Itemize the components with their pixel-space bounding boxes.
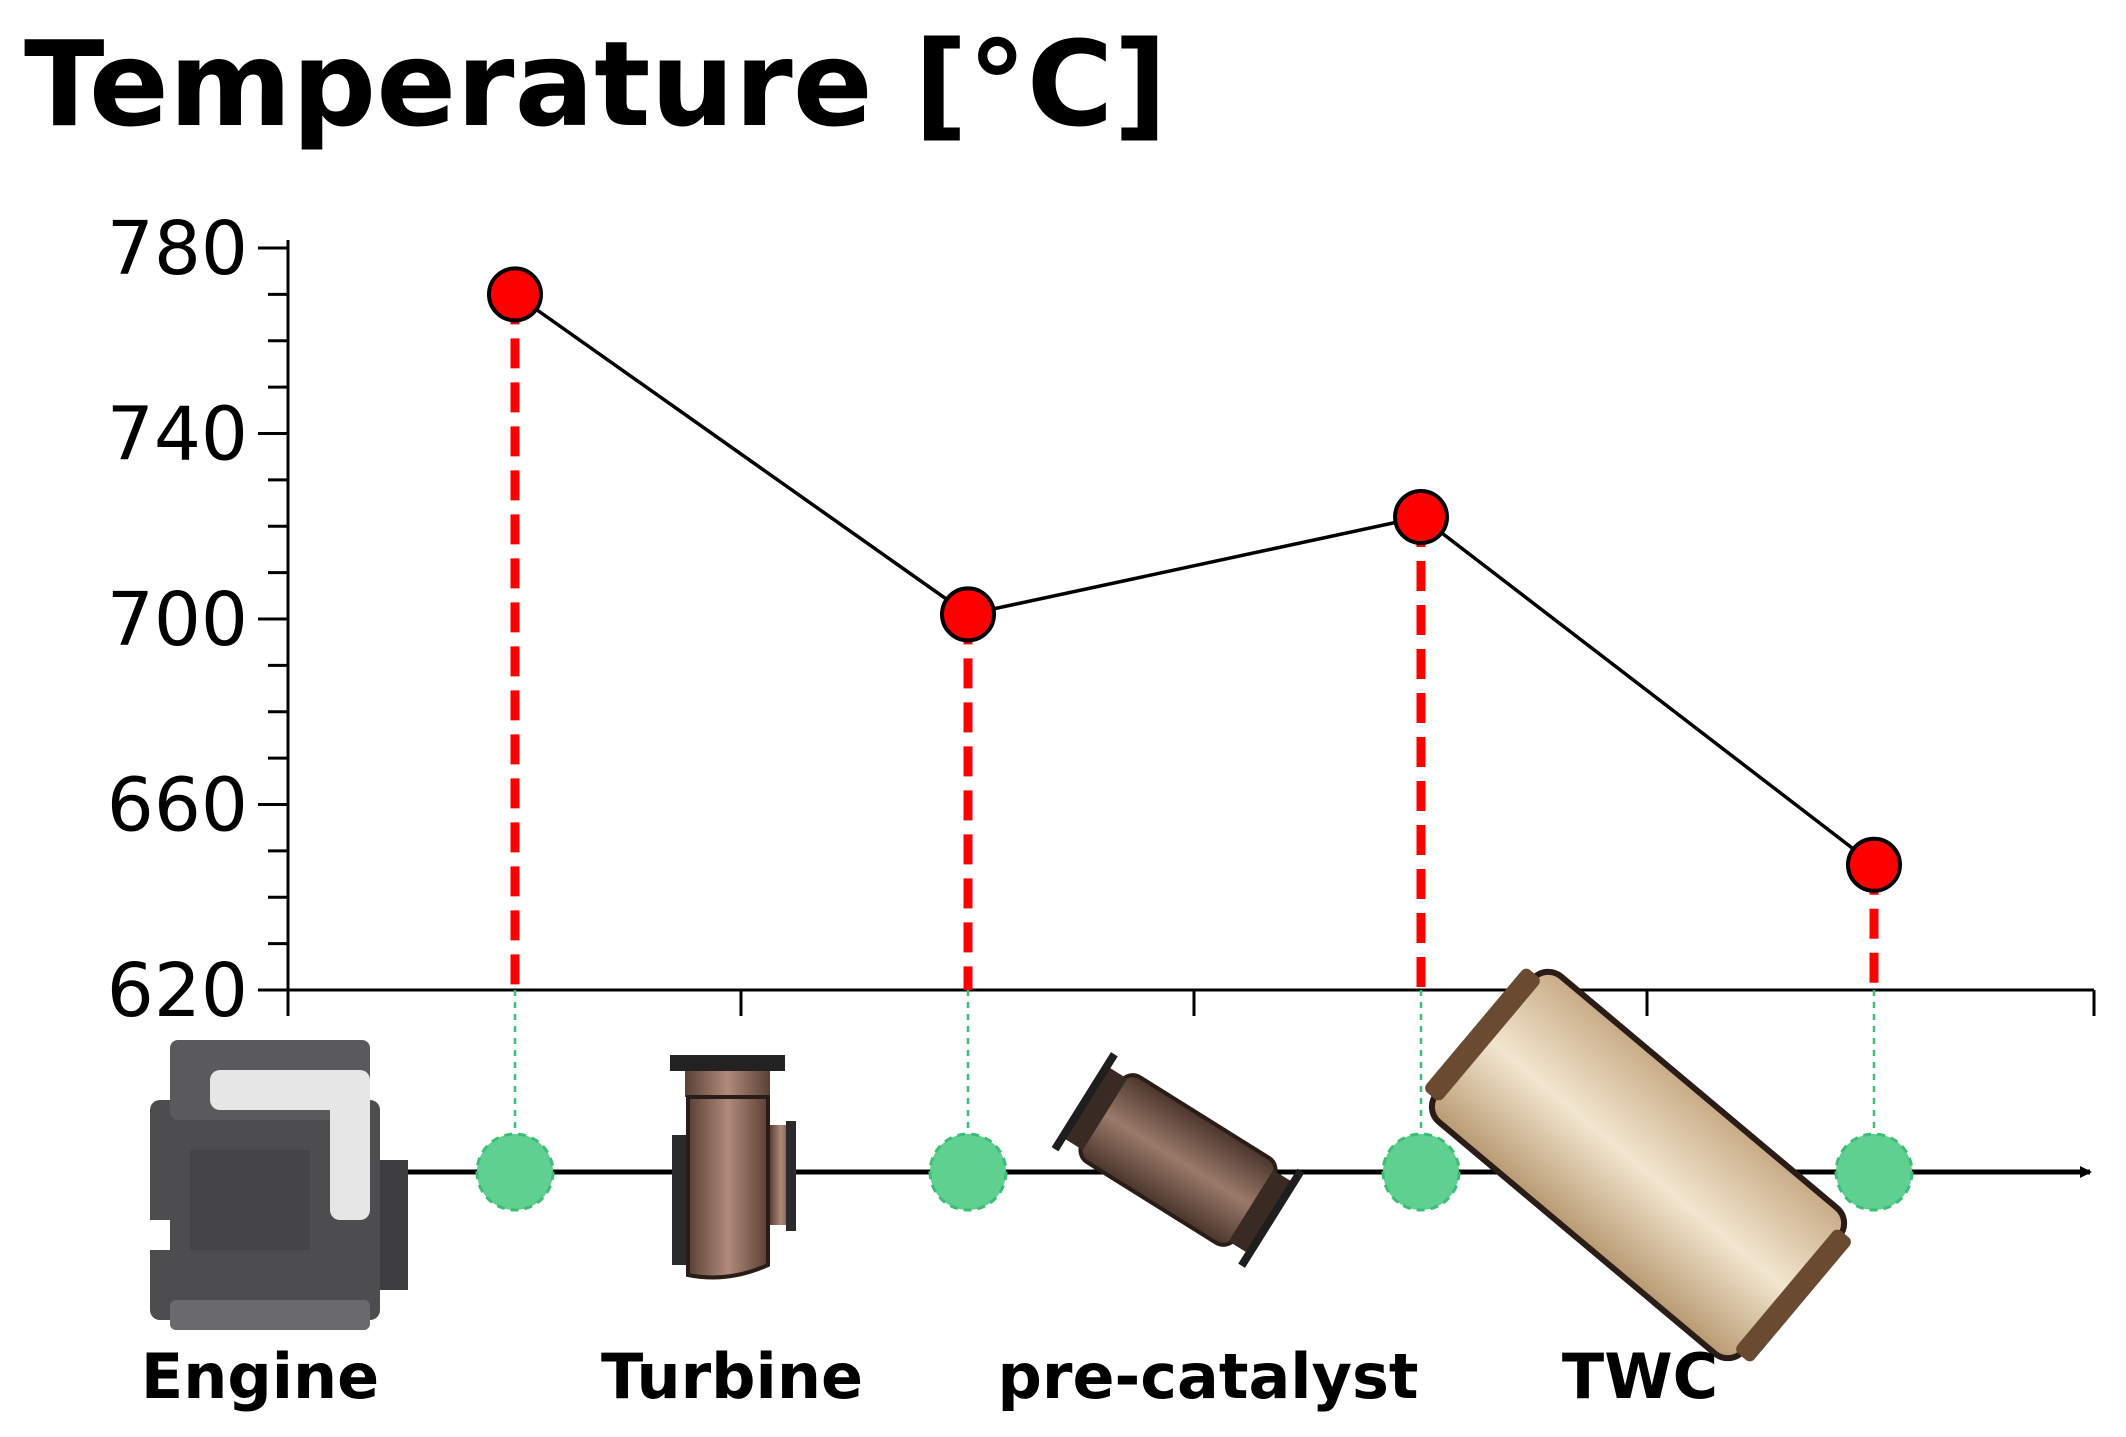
temperature-probe [928,1132,1008,1212]
component-labels: Engine Turbine pre-catalyst TWC [141,1340,1718,1413]
data-points [487,266,1902,893]
y-tick-label: 660 [107,763,248,849]
twc-icon [1425,968,1851,1362]
y-tick-label: 620 [107,948,248,1034]
turbine-icon [670,1055,796,1280]
data-point [487,266,543,323]
axes: 620 660 700 740 780 [107,206,2096,1034]
series-line [513,292,1876,867]
temperature-probes [475,1132,1914,1212]
drop-lines [510,294,1879,1136]
component-label: pre-catalyst [997,1340,1418,1413]
temperature-probe [475,1132,555,1212]
pre-catalyst-icon [1051,1052,1305,1268]
chart-title: Temperature [°C] [24,15,1168,153]
y-tick-label: 740 [107,392,248,478]
temperature-probe [1381,1132,1461,1212]
component-label: TWC [1562,1340,1718,1413]
component-label: Turbine [601,1340,863,1413]
data-point [1393,488,1449,545]
component-label: Engine [141,1340,379,1413]
temperature-probe [1834,1132,1914,1212]
data-point [940,586,996,643]
data-point [1846,836,1902,893]
y-tick-label: 700 [107,577,248,663]
engine-icon [130,1040,408,1330]
y-tick-label: 780 [107,206,248,292]
series-line [513,292,1876,867]
